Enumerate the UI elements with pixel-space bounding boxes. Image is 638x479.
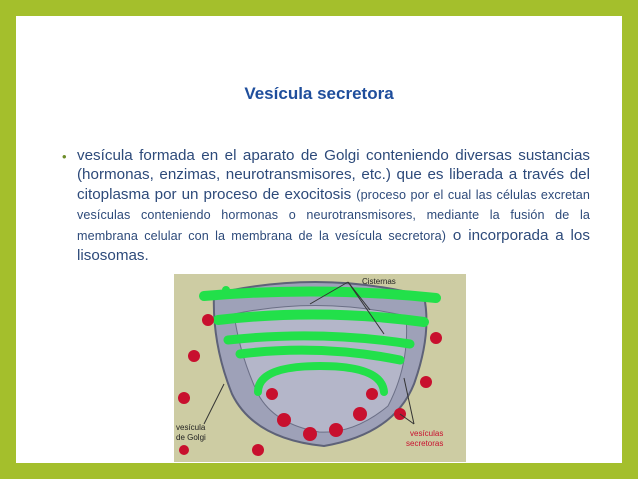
vesicle bbox=[430, 332, 442, 344]
leader-line-golgi bbox=[203, 383, 225, 425]
vesicle bbox=[353, 407, 367, 421]
vesicle bbox=[277, 413, 291, 427]
vesicle bbox=[252, 444, 264, 456]
cisterna-lumen bbox=[277, 378, 365, 399]
cisterna-3 bbox=[223, 331, 415, 349]
vesicle bbox=[202, 314, 214, 326]
bullet-marker: • bbox=[62, 149, 67, 164]
bullet-text-part3: o incorporada a los lisosomas. bbox=[77, 226, 590, 265]
bullet-text-part1: vesícula formada en el aparato de Golgi … bbox=[77, 147, 590, 203]
label-cisternas: Cisternas bbox=[362, 277, 396, 286]
slide-title: Vesícula secretora bbox=[244, 84, 394, 103]
golgi-illustration: Cisternas vesícula de Golgi vesículas se… bbox=[176, 277, 443, 456]
label-vesiculas-secretoras-line2: secretoras bbox=[406, 439, 443, 448]
cisterna-1 bbox=[199, 286, 441, 303]
label-vesicula-golgi-line2: de Golgi bbox=[176, 433, 206, 442]
vesicle-green bbox=[222, 286, 230, 294]
golgi-diagram: Cisternas vesícula de Golgi vesículas se… bbox=[174, 274, 466, 462]
vesicle-green bbox=[328, 310, 336, 318]
leader-line-cisternas bbox=[309, 281, 349, 305]
leader-line-secretoras bbox=[399, 413, 415, 425]
cisterna-4 bbox=[235, 345, 405, 365]
vesicle bbox=[329, 423, 343, 437]
slide: Vesícula secretora • vesícula formada en… bbox=[16, 16, 622, 463]
label-vesiculas-secretoras-line1: vesículas bbox=[410, 429, 443, 438]
vesicle bbox=[420, 376, 432, 388]
label-vesicula-golgi-line1: vesícula bbox=[176, 423, 206, 432]
vesicle bbox=[179, 445, 189, 455]
bullet-paragraph: vesícula formada en el aparato de Golgi … bbox=[60, 146, 590, 265]
vesicle bbox=[188, 350, 200, 362]
vesicle bbox=[178, 392, 190, 404]
vesicle bbox=[366, 388, 378, 400]
bullet-text-part2: (proceso por el cual las células excreta… bbox=[77, 187, 590, 243]
vesicle bbox=[266, 388, 278, 400]
leader-line-cisternas bbox=[347, 281, 385, 335]
leader-line-secretoras bbox=[403, 377, 415, 425]
vesicle bbox=[303, 427, 317, 441]
cisterna-2 bbox=[213, 309, 429, 327]
cisterna-5 bbox=[254, 361, 388, 396]
